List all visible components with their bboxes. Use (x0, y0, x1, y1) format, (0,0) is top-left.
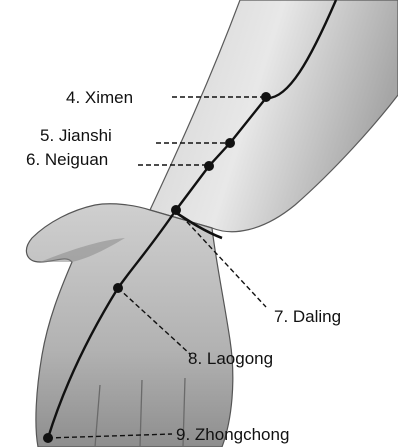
point-zhongchong (43, 433, 53, 443)
label-jianshi: 5. Jianshi (40, 126, 112, 145)
label-zhongchong: 9. Zhongchong (176, 425, 289, 444)
point-daling (171, 205, 181, 215)
point-laogong (113, 283, 123, 293)
label-daling: 7. Daling (274, 307, 341, 326)
label-laogong: 8. Laogong (188, 349, 273, 368)
label-neiguan: 6. Neiguan (26, 150, 108, 169)
label-ximen: 4. Ximen (66, 88, 133, 107)
point-ximen (261, 92, 271, 102)
point-neiguan (204, 161, 214, 171)
point-jianshi (225, 138, 235, 148)
